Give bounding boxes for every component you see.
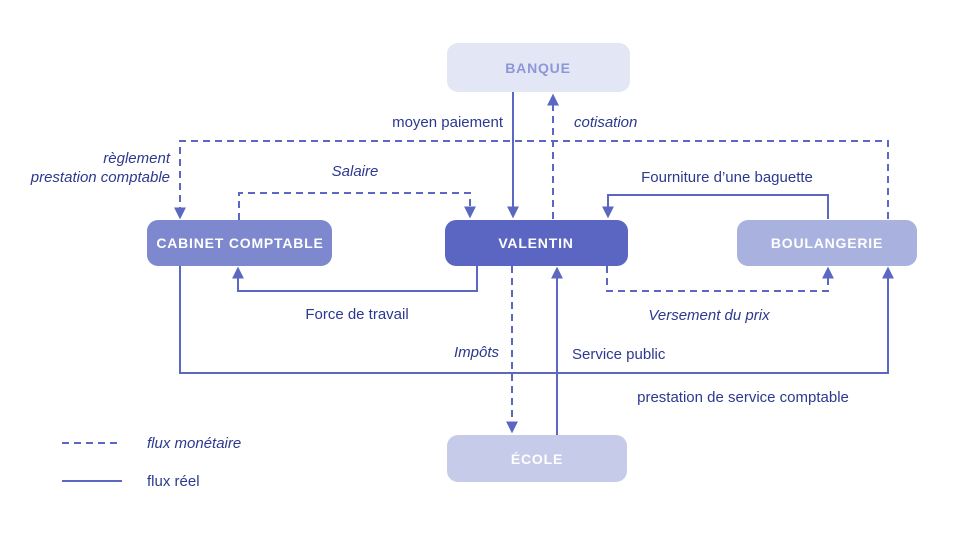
node-cabinet-comptable xyxy=(147,220,332,266)
node-cabinet-comptable-label: CABINET COMPTABLE xyxy=(156,235,323,251)
flow-cotisation-label: cotisation xyxy=(574,114,637,131)
legend-flux-reel-label: flux réel xyxy=(147,473,200,490)
node-boulangerie xyxy=(737,220,917,266)
flow-force-de-travail-line xyxy=(232,266,478,292)
flow-fourniture-baguette-label: Fourniture d’une baguette xyxy=(641,169,813,186)
node-valentin xyxy=(445,220,628,266)
flow-prestation-service-comptable-line xyxy=(179,266,894,374)
flow-salaire-line xyxy=(238,192,476,220)
flow-reglement-label-line1: règlement xyxy=(103,150,171,167)
flow-service-public-label: Service public xyxy=(572,346,666,363)
legend-flux-monetaire-label: flux monétaire xyxy=(147,435,241,452)
node-valentin-label: VALENTIN xyxy=(498,235,573,251)
node-banque-label: BANQUE xyxy=(505,60,570,76)
flow-prestation-service-comptable-label: prestation de service comptable xyxy=(637,389,849,406)
flow-salaire-label: Salaire xyxy=(332,163,379,180)
flow-moyen-paiement-label: moyen paiement xyxy=(392,114,504,131)
node-ecole-label: ÉCOLE xyxy=(511,451,563,467)
node-banque xyxy=(447,43,630,92)
node-boulangerie-label: BOULANGERIE xyxy=(771,235,883,251)
flow-reglement-label-line2: prestation comptable xyxy=(30,169,170,186)
flow-impots-label: Impôts xyxy=(454,344,500,361)
flow-force-de-travail-label: Force de travail xyxy=(305,306,408,323)
flow-versement-du-prix-label: Versement du prix xyxy=(648,307,770,324)
node-ecole xyxy=(447,435,627,482)
flow-fourniture-baguette-line xyxy=(602,194,829,219)
flow-reglement-prestation-comptable-line xyxy=(174,140,889,220)
flow-versement-du-prix-line xyxy=(606,266,834,292)
